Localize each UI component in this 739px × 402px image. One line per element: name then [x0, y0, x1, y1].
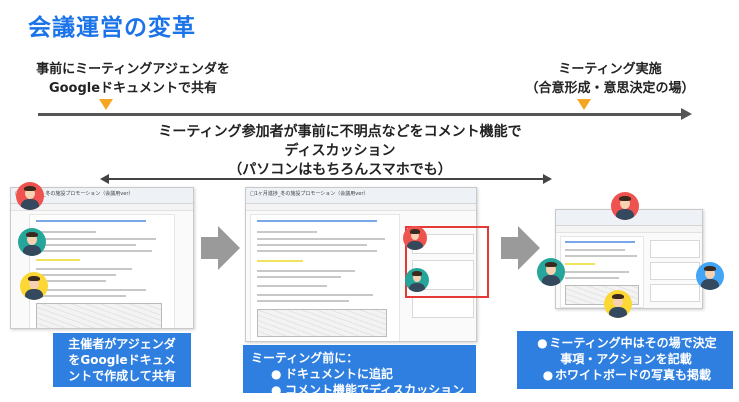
timeline-start-label: 事前にミーティングアジェンダを Googleドキュメントで共有 [36, 62, 230, 96]
discussion-period-arrow-right [543, 174, 552, 184]
comment-card [650, 284, 700, 302]
document-toolbar [246, 204, 476, 211]
step2-heading: ミーティング前に： [251, 351, 359, 365]
participant-avatar [604, 290, 632, 318]
text-line [257, 220, 377, 222]
commented-document-screenshot: □1ヶ月進捗_冬の施設プロモーション（会議用ver） [245, 187, 477, 342]
text-line [257, 276, 341, 278]
text-line [36, 220, 146, 222]
text-line [565, 255, 637, 257]
document-toolbar [11, 204, 193, 211]
text-line [565, 271, 629, 273]
document-titlebar: □1ヶ月進捗_冬の施設プロモーション（会議用ver） [246, 188, 476, 204]
text-line [565, 277, 619, 279]
participant-avatar [403, 226, 427, 250]
text-line [257, 244, 367, 246]
comment-highlight-box [405, 226, 489, 298]
text-line [36, 231, 96, 233]
text-line [257, 285, 327, 287]
timeline-axis [38, 113, 682, 116]
comment-card [412, 296, 474, 318]
text-line [36, 268, 132, 270]
text-line [257, 270, 355, 272]
text-line [257, 238, 385, 240]
text-line [36, 244, 136, 246]
document-toolbar [556, 226, 702, 233]
text-line [36, 289, 146, 291]
step3-caption: ●ミーティング中はその場で決定 事項・アクションを記載 ●ホワイトボードの写真も… [517, 331, 733, 389]
bullet-icon: ● [271, 367, 282, 381]
discussion-period-arrow-left [100, 174, 109, 184]
discussion-period-line [108, 178, 544, 180]
participant-avatar [20, 272, 48, 300]
highlighted-text [565, 263, 595, 265]
bullet-icon: ● [542, 368, 554, 382]
text-line [257, 231, 317, 233]
text-line [36, 274, 116, 276]
participant-avatar [537, 258, 565, 286]
participant-avatar [18, 228, 46, 256]
timeline-arrowhead [681, 108, 692, 120]
text-line [565, 249, 625, 251]
text-line [565, 241, 635, 243]
document-page [250, 214, 400, 341]
meeting-document-screenshot [555, 209, 703, 309]
step1-caption: 主催者がアジェンダ をGoogleドキュメ ントで作成して共有 [53, 333, 191, 387]
highlighted-text [36, 259, 80, 261]
text-line [36, 295, 126, 297]
text-line [257, 294, 373, 296]
document-page [560, 236, 644, 308]
comment-card [650, 262, 700, 280]
timeline-end-label: ミーティング実施 （合意形成・意思決定の場） [525, 62, 695, 96]
document-titlebar: □1ヶ月進捗_冬の施設プロモーション（会議用ver） [11, 188, 193, 204]
text-line [36, 280, 106, 282]
participant-avatar [16, 182, 44, 210]
text-line [257, 250, 377, 252]
agenda-document-screenshot: □1ヶ月進捗_冬の施設プロモーション（会議用ver） [10, 187, 194, 329]
pre-meeting-discussion-label: ミーティング参加者が事前に不明点などをコメント機能で ディスカッション （パソコ… [158, 124, 522, 178]
text-line [36, 238, 156, 240]
bullet-icon: ● [537, 336, 548, 350]
whiteboard-photo [36, 303, 162, 328]
highlighted-text [257, 260, 303, 262]
participant-avatar [405, 268, 429, 292]
document-page [29, 214, 175, 328]
timeline-end-marker [577, 99, 591, 110]
text-line [36, 250, 152, 252]
step2-caption: ミーティング前に： ●ドキュメントに追記 ●コメント機能でディスカッション [243, 345, 476, 397]
text-line [257, 300, 349, 302]
whiteboard-photo [257, 309, 387, 337]
comment-card [650, 240, 700, 258]
bullet-icon: ● [271, 383, 282, 397]
participant-avatar [611, 192, 639, 220]
participant-avatar [696, 262, 724, 290]
page-title: 会議運営の変革 [28, 15, 196, 41]
timeline-start-marker [99, 99, 113, 110]
